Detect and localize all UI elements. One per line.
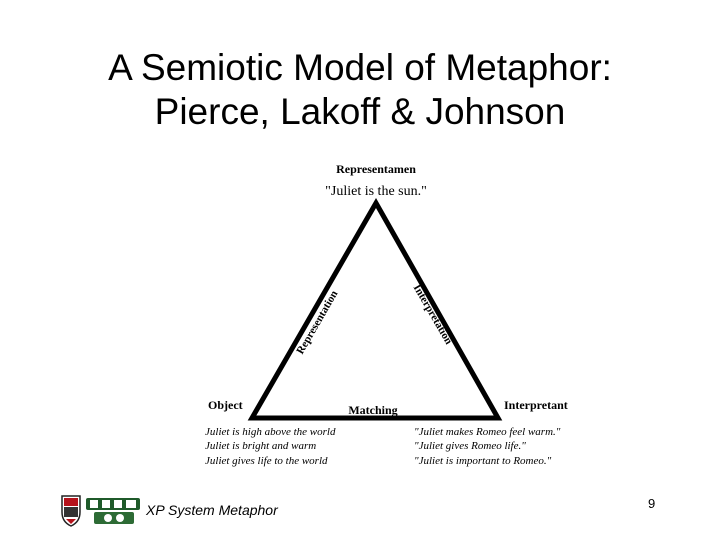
interpretant-line-3: "Juliet is important to Romeo." [414,455,552,467]
department-logo-icon [86,498,140,524]
interpretant-label: Interpretant [504,398,568,412]
interpretant-line-2: "Juliet gives Romeo life." [414,440,526,452]
object-line-1: Juliet is high above the world [205,426,336,438]
title-line-1: A Semiotic Model of Metaphor: [108,47,612,88]
matching-label: Matching [348,403,397,417]
slide-title: A Semiotic Model of Metaphor: Pierce, La… [0,46,720,134]
footer-logos [61,495,140,527]
representamen-quote: "Juliet is the sun." [325,184,427,199]
interpretation-edge-label: Interpretation [411,282,455,346]
page-number: 9 [648,496,656,511]
interpretant-line-1: "Juliet makes Romeo feel warm." [414,426,561,438]
object-line-3: Juliet gives life to the world [205,455,328,467]
university-crest-icon [61,495,81,527]
footer-title: XP System Metaphor [146,502,278,518]
representamen-label: Representamen [336,162,416,176]
object-label: Object [208,398,243,412]
object-line-2: Juliet is bright and warm [205,440,316,452]
representation-edge-label: Representation [294,289,340,357]
semiotic-triangle [247,197,503,421]
title-line-2: Pierce, Lakoff & Johnson [154,91,566,132]
